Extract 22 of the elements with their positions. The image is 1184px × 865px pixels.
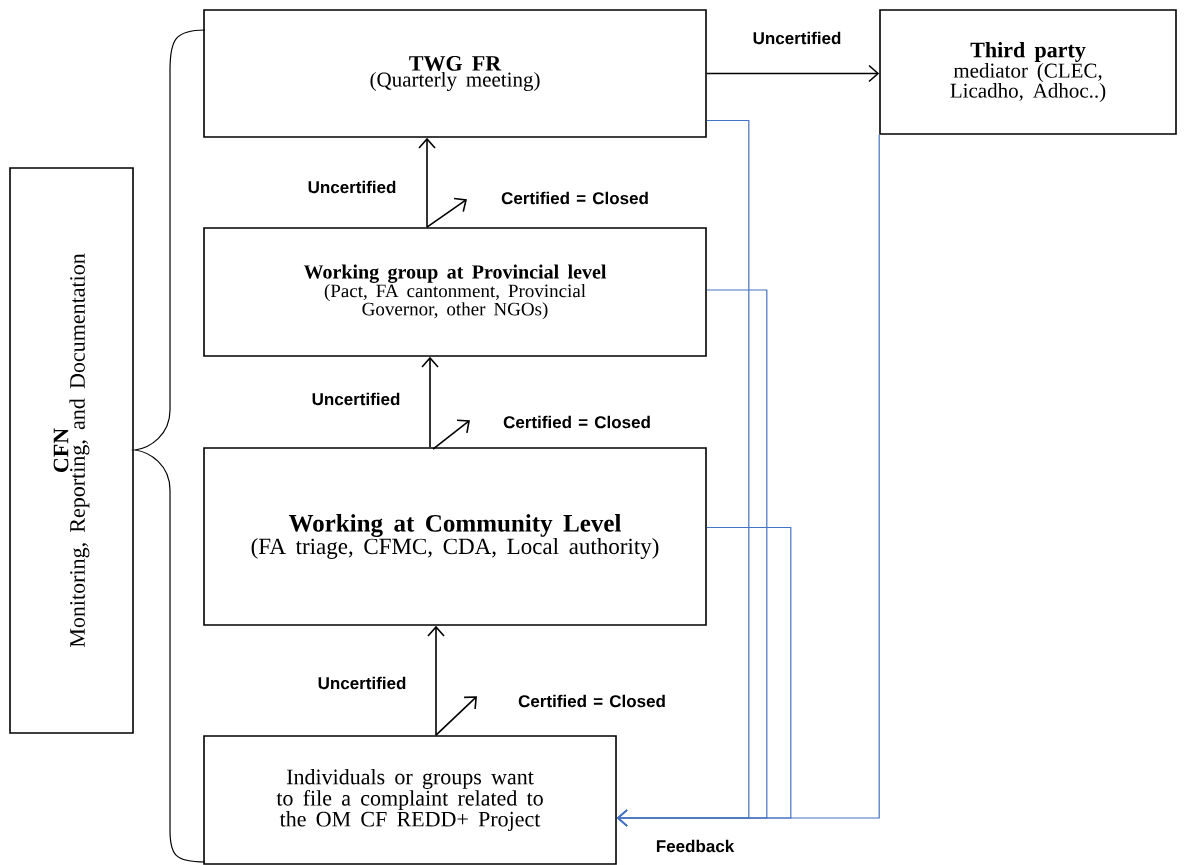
arrow: [435, 696, 477, 736]
edge-label: Certified = Closed: [500, 190, 650, 206]
edge-label: Uncertified: [306, 179, 398, 195]
arrow: [426, 197, 467, 228]
text-label: Feedback: [656, 839, 735, 853]
edge-label: Certified = Closed: [517, 693, 667, 709]
arrow: [706, 64, 880, 83]
edge-label: Uncertified: [316, 675, 408, 691]
process-box: TWG FR (Quarterly meeting): [203, 9, 707, 138]
arrow: [421, 356, 439, 448]
edge-label: Certified = Closed: [502, 414, 652, 430]
label-box: CFN Monitoring, Reporting, and Documentation: [9, 167, 134, 734]
process-box: Individuals or groups want to file a complaint related to the OM CF REDD+ Project: [203, 735, 617, 865]
arrow: [427, 625, 445, 736]
arrow: [418, 137, 436, 228]
process-box: Third party mediator (CLEC, Licadho, Adhoc..): [879, 9, 1177, 135]
edge-label: Uncertified: [310, 391, 402, 407]
arrow: [432, 419, 470, 450]
edge-label: Uncertified: [751, 30, 843, 46]
process-box: Working at Community Level (FA triage, CFMC, CDA, Local authority): [203, 447, 707, 626]
arrow: [616, 134, 880, 827]
process-box: Working group at Provincial level (Pact, FA cantonment, Provincial Governor, other NGOs): [203, 227, 707, 357]
